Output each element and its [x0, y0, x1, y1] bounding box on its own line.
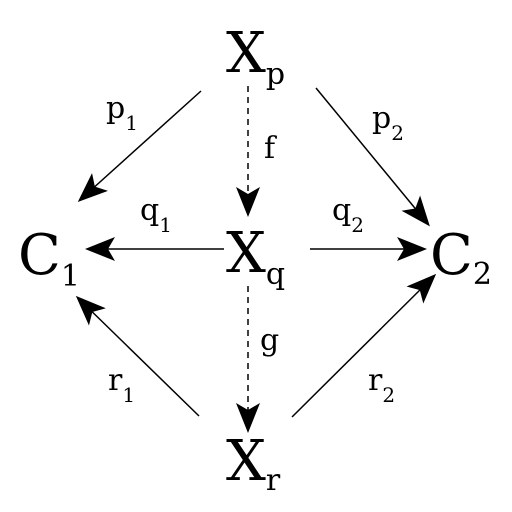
node-xp-letter: X: [226, 21, 266, 86]
label-g: g: [260, 323, 279, 358]
node-c2-letter: C: [430, 223, 473, 288]
label-r2-letter: r: [368, 363, 383, 398]
label-p2: p2: [372, 101, 404, 145]
node-xr: Xr: [226, 429, 281, 498]
node-c1: C1: [18, 223, 80, 294]
label-p1-letter: p: [106, 91, 125, 126]
label-q1-letter: q: [140, 193, 159, 228]
node-xp: Xp: [226, 21, 285, 92]
label-q2: q2: [332, 193, 364, 237]
label-p2-letter: p: [372, 101, 391, 136]
node-xq-subscript: q: [266, 257, 285, 292]
arrow-r1: [75, 295, 200, 417]
label-q2-subscript: 2: [351, 213, 364, 237]
label-q1: q1: [140, 193, 172, 237]
arrow-p2: [315, 87, 430, 227]
label-r2-subscript: 2: [382, 383, 395, 407]
label-p1-subscript: 1: [125, 111, 138, 135]
node-c2-subscript: 2: [473, 257, 492, 292]
node-xq-letter: X: [226, 221, 266, 286]
label-r1-subscript: 1: [122, 383, 135, 407]
node-c1-subscript: 1: [61, 259, 80, 294]
node-xr-letter: X: [226, 429, 266, 494]
arrow-p1: [77, 90, 202, 203]
node-xq: Xq: [226, 221, 285, 292]
label-r2: r2: [368, 363, 395, 407]
node-c2: C2: [430, 223, 492, 292]
label-p1: p1: [106, 91, 138, 135]
label-q2-letter: q: [332, 193, 351, 228]
arrow-r2: [291, 273, 437, 418]
node-c1-letter: C: [18, 223, 61, 288]
node-xr-subscript: r: [266, 463, 281, 498]
label-r1: r1: [108, 363, 135, 407]
label-f: f: [264, 131, 277, 166]
node-xp-subscript: p: [266, 57, 285, 92]
label-p2-subscript: 2: [391, 121, 404, 145]
label-r1-letter: r: [108, 363, 123, 398]
label-q1-subscript: 1: [159, 213, 172, 237]
